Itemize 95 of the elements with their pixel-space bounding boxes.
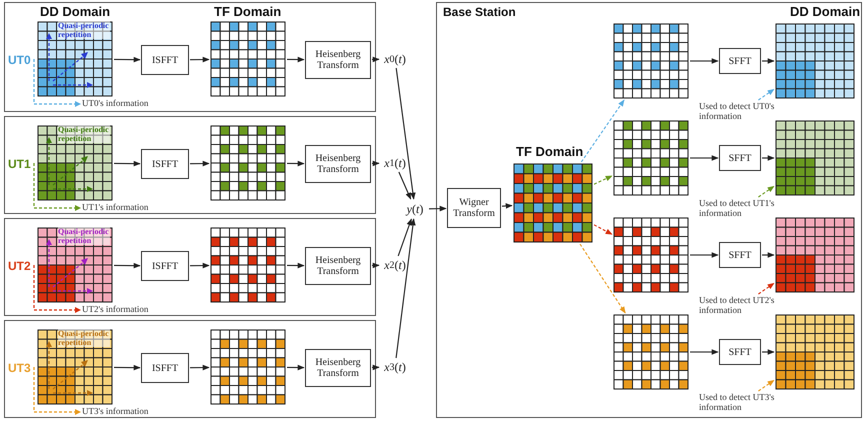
arrow (690, 155, 719, 161)
arrow (396, 218, 416, 358)
dd-grid-drawing (37, 21, 113, 97)
arrow (758, 186, 775, 198)
arrow (502, 203, 513, 209)
info-note: UT1's information (82, 202, 148, 212)
arrow (190, 364, 210, 370)
arrow (762, 349, 775, 355)
arrow (190, 56, 210, 62)
process-box: SFFT (719, 339, 761, 365)
tf-grid-drawing (210, 227, 286, 303)
arrow (372, 262, 380, 268)
tf-grid-drawing (613, 120, 689, 196)
process-box: ISFFT (141, 251, 189, 281)
annotation-text: Quasi-periodic repetition (58, 329, 110, 347)
process-box: SFFT (719, 242, 761, 268)
domain-heading: DD Domain (790, 4, 860, 19)
dd-grid-drawing (775, 217, 855, 293)
panel-frame (4, 320, 376, 418)
arrow (114, 262, 141, 268)
process-box: ISFFT (141, 45, 189, 75)
info-note: UT3's information (82, 406, 148, 416)
arrow (762, 58, 775, 64)
arrow (580, 99, 625, 162)
dd-grid-drawing (775, 23, 855, 99)
arrow (762, 252, 775, 258)
arrow (190, 262, 210, 268)
process-box: ISFFT (141, 353, 189, 383)
detection-note: Used to detect UT1's information (699, 198, 783, 220)
leader-line (758, 88, 775, 100)
process-box: SFFT (719, 145, 761, 171)
dd-grid-drawing (37, 329, 113, 405)
panel-frame (4, 2, 376, 112)
arrow (287, 56, 305, 62)
arrow (690, 252, 719, 258)
arrow (372, 364, 380, 370)
tf-grid-drawing (210, 125, 286, 201)
tf-grid-drawing (513, 163, 593, 243)
arrow (114, 364, 141, 370)
annotation-text: Quasi-periodic repetition (58, 21, 110, 39)
arrow (690, 58, 719, 64)
dd-grid-drawing (775, 120, 855, 196)
arrow (287, 262, 305, 268)
arrow (396, 68, 416, 200)
domain-heading: TF Domain (214, 4, 282, 19)
arrow (287, 160, 305, 166)
arrow (580, 244, 626, 314)
domain-heading: DD Domain (40, 4, 110, 19)
signal-label: y(t) (402, 200, 428, 218)
process-box: Heisenberg Transform (305, 247, 371, 285)
arrow (372, 160, 380, 166)
user-label: UT1 (8, 157, 31, 171)
tf-grid-drawing (210, 21, 286, 97)
process-box: SFFT (719, 48, 761, 74)
user-label: UT0 (8, 53, 31, 67)
arrow (190, 160, 210, 166)
detection-note: Used to detect UT0's information (699, 101, 783, 123)
arrow (429, 206, 447, 212)
user-label: UT2 (8, 259, 31, 273)
tf-grid-drawing (613, 314, 689, 390)
arrow (758, 282, 775, 294)
detection-note: Used to detect UT2's information (699, 295, 783, 317)
arrow (372, 56, 380, 62)
arrow (758, 380, 775, 392)
process-box: Heisenberg Transform (305, 349, 371, 387)
tf-grid-drawing (210, 329, 286, 405)
arrow (287, 364, 305, 370)
dd-grid-drawing (775, 314, 855, 390)
arrow (594, 175, 613, 185)
panel-frame (436, 2, 862, 418)
annotation-text: Quasi-periodic repetition (58, 125, 110, 143)
arrow (594, 224, 613, 235)
arrow (398, 172, 412, 200)
arrow (690, 349, 719, 355)
panel-frame (4, 218, 376, 316)
annotation-text: Quasi-periodic repetition (58, 227, 110, 245)
detection-note: Used to detect UT3's information (699, 392, 783, 414)
info-note: UT0's information (82, 98, 148, 108)
arrow (762, 155, 775, 161)
tf-grid-drawing (613, 217, 689, 293)
panel-frame (4, 116, 376, 214)
dd-grid-drawing (37, 125, 113, 201)
process-box: ISFFT (141, 149, 189, 179)
process-box: Heisenberg Transform (305, 145, 371, 183)
tf-grid-drawing (613, 23, 689, 99)
arrow (398, 218, 412, 256)
arrow (114, 56, 141, 62)
panel-title: Base Station (443, 5, 516, 19)
process-box: Heisenberg Transform (305, 41, 371, 79)
process-box: Wigner Transform (447, 188, 501, 228)
dd-grid-drawing (37, 227, 113, 303)
arrow (114, 160, 141, 166)
user-label: UT3 (8, 361, 31, 375)
info-note: UT2's information (82, 304, 148, 314)
domain-heading: TF Domain (516, 144, 584, 159)
